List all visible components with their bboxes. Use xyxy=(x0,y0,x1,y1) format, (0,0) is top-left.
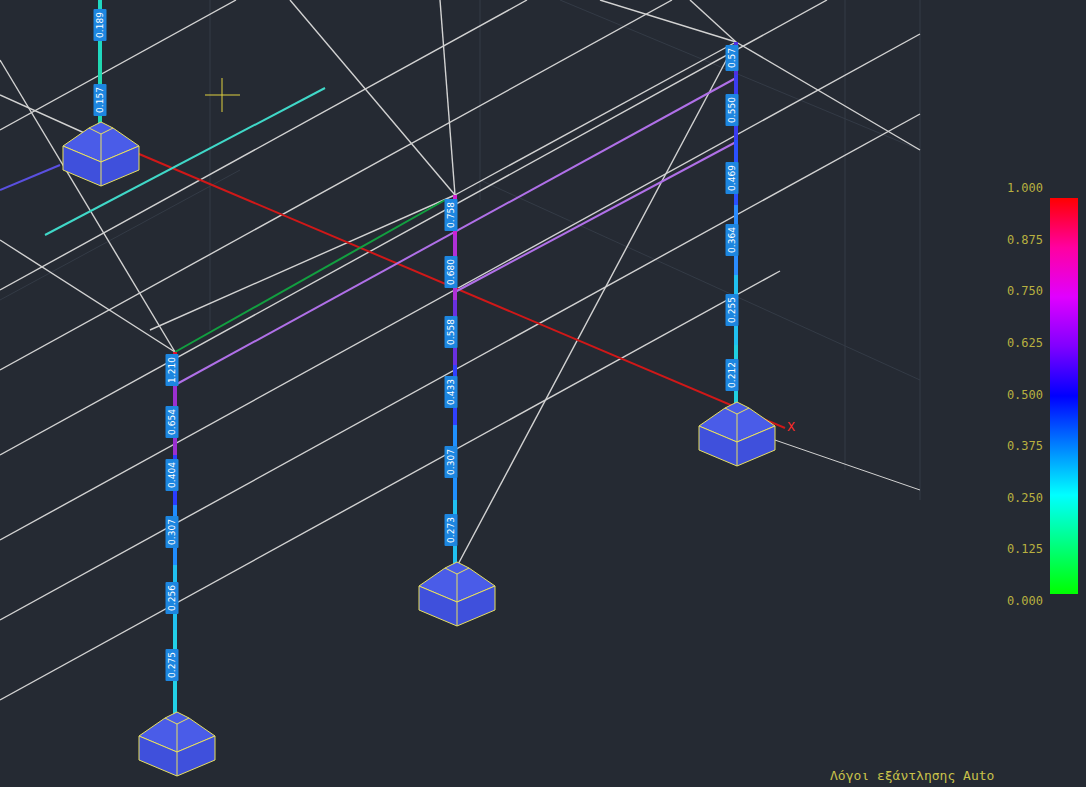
legend-tick: 0.750 xyxy=(1007,284,1043,298)
background-grid-part xyxy=(480,0,481,200)
ratio-badge: 0.364 xyxy=(726,224,739,256)
footings-part xyxy=(139,712,215,776)
ratio-badge: 0.404 xyxy=(166,459,179,491)
ratio-badge: 0.189 xyxy=(94,9,107,41)
footings-part xyxy=(419,562,495,626)
ratio-badge: 0.273 xyxy=(445,514,458,546)
cursor-crosshair xyxy=(205,78,240,112)
colored-beams xyxy=(0,78,785,428)
frame-members-part xyxy=(440,0,455,195)
cursor-crosshair-part xyxy=(222,78,223,112)
ratio-badge: 0.307 xyxy=(445,446,458,478)
frame-members-part xyxy=(0,271,780,700)
ratio-badge: 0.57 xyxy=(726,45,739,71)
ratio-badge: 0.255 xyxy=(726,294,739,326)
axis-label: X xyxy=(787,420,795,434)
frame-members-part xyxy=(736,42,920,150)
background-grid-part xyxy=(920,0,921,500)
column-segments xyxy=(100,0,736,716)
colored-beams-part xyxy=(125,148,785,428)
footings-part xyxy=(699,402,775,466)
frame-members-part xyxy=(0,0,527,290)
legend-tick: 0.375 xyxy=(1007,439,1043,453)
ratio-badge: 0.550 xyxy=(726,94,739,126)
colored-beams-part xyxy=(0,165,60,190)
footings-part xyxy=(445,568,469,626)
footings xyxy=(63,122,775,776)
ratio-badge: 0.558 xyxy=(445,316,458,348)
frame-members-part xyxy=(290,0,455,195)
view-caption: Λόγοι εξάντλησης Auto xyxy=(830,768,994,783)
frame-members-part xyxy=(0,0,672,370)
colored-beams-part xyxy=(175,78,736,385)
ratio-badge: 0.758 xyxy=(445,199,458,231)
colored-beams-part xyxy=(455,142,736,292)
frame-members-part xyxy=(690,0,736,42)
background-grid-part xyxy=(0,170,240,300)
ratio-badge: 0.157 xyxy=(94,84,107,116)
legend-tick: 0.625 xyxy=(1007,336,1043,350)
colored-beams-part xyxy=(175,200,445,352)
frame-members-part xyxy=(0,34,920,540)
color-ramp xyxy=(1050,198,1078,594)
frame-members-part xyxy=(0,114,920,620)
legend-tick: 0.500 xyxy=(1007,388,1043,402)
ratio-badge: 0.275 xyxy=(166,649,179,681)
ratio-badge: 0.680 xyxy=(445,256,458,288)
legend-tick: 0.125 xyxy=(1007,542,1043,556)
ratio-badge: 0.433 xyxy=(445,376,458,408)
frame-members-part xyxy=(600,0,736,42)
ratio-badge: 1.210 xyxy=(166,354,179,386)
background-grid xyxy=(0,0,920,500)
background-grid-part xyxy=(845,0,846,470)
frame-members-part xyxy=(150,195,455,330)
legend-tick: 1.000 xyxy=(1007,181,1043,195)
frame-members-part xyxy=(0,60,175,352)
ratio-badge: 0.256 xyxy=(166,582,179,614)
legend-tick: 0.250 xyxy=(1007,491,1043,505)
frame-members-part xyxy=(0,240,175,352)
ratio-badge: 0.307 xyxy=(166,516,179,548)
footings-part xyxy=(725,408,749,466)
ratio-badge: 0.654 xyxy=(166,406,179,438)
ratio-badge: 0.212 xyxy=(726,359,739,391)
legend-tick: 0.875 xyxy=(1007,233,1043,247)
frame-members-part xyxy=(455,42,736,195)
footings-part xyxy=(89,128,113,186)
background-grid-part xyxy=(480,180,920,380)
frame-members xyxy=(0,0,920,700)
ratio-badge: 0.469 xyxy=(726,162,739,194)
frame-members-part xyxy=(0,0,827,455)
legend-tick: 0.000 xyxy=(1007,594,1043,608)
colored-beams-part xyxy=(45,88,325,235)
background-grid-part xyxy=(210,0,211,330)
footings-part xyxy=(63,122,139,186)
background-grid-part xyxy=(560,0,920,150)
footings-part xyxy=(165,718,189,776)
